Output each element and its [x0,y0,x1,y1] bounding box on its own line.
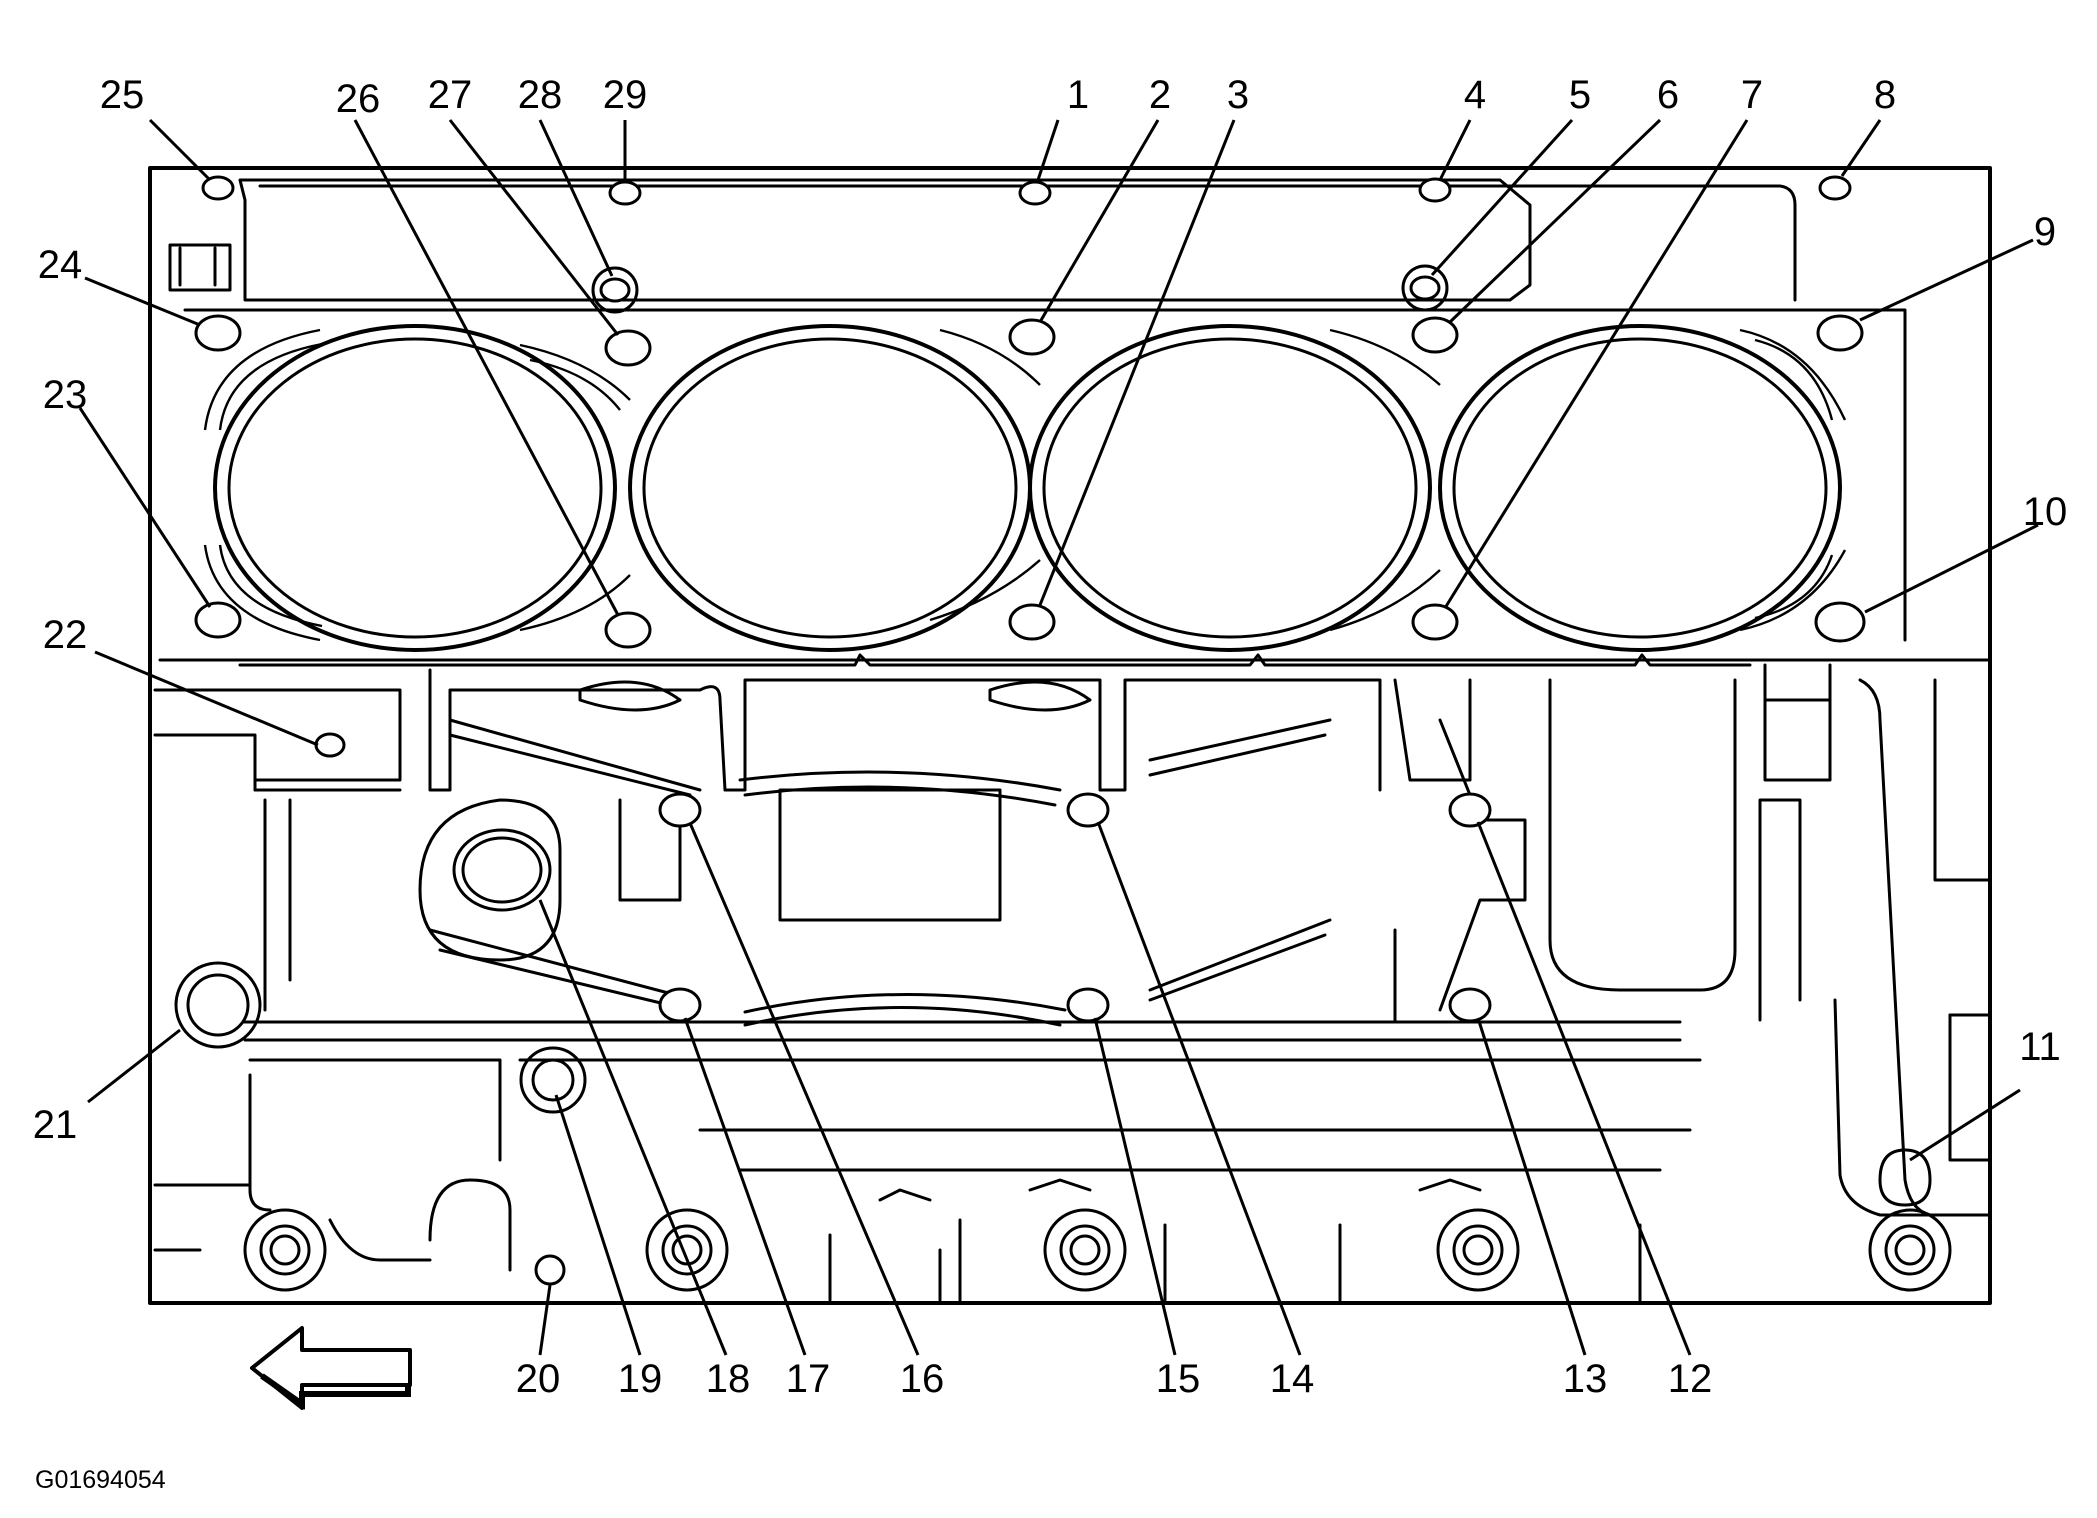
callout-11: 11 [2019,1025,2061,1069]
callout-20: 20 [516,1357,561,1401]
callout-27: 27 [428,73,473,117]
callout-25: 25 [100,73,145,117]
left-arrow-icon [250,1326,412,1410]
callout-8: 8 [1874,73,1896,117]
coolant-passages [203,328,1847,642]
callout-4: 4 [1464,73,1486,117]
callout-17: 17 [786,1357,831,1401]
callout-15: 15 [1156,1357,1201,1401]
leader-lines [78,118,2039,1356]
callout-labels: 1 2 3 4 5 6 7 8 9 10 11 12 13 14 15 16 1… [33,73,2068,1401]
callout-23: 23 [43,373,88,417]
callout-2: 2 [1149,73,1171,117]
callout-16: 16 [900,1357,945,1401]
callout-19: 19 [618,1357,663,1401]
callout-12: 12 [1668,1357,1713,1401]
callout-10: 10 [2023,490,2068,534]
callout-7: 7 [1741,73,1763,117]
main-bearing-bosses [243,1178,1952,1292]
callout-9: 9 [2034,210,2056,254]
callout-18: 18 [706,1357,751,1401]
callout-24: 24 [38,243,83,287]
callout-21: 21 [33,1103,78,1147]
figure-id: G01694054 [35,1466,166,1494]
callout-29: 29 [603,73,648,117]
callout-28: 28 [518,73,563,117]
callout-1: 1 [1067,73,1089,117]
callout-5: 5 [1569,73,1591,117]
bolt-holes [194,175,1866,1286]
engine-block-outline [148,166,1992,1305]
callout-6: 6 [1657,73,1679,117]
callout-13: 13 [1563,1357,1608,1401]
callout-26: 26 [336,77,381,121]
callout-3: 3 [1227,73,1249,117]
cylinder-bores [213,324,1842,652]
plugs [174,798,1932,1207]
callout-22: 22 [43,613,88,657]
callout-14: 14 [1270,1357,1315,1401]
